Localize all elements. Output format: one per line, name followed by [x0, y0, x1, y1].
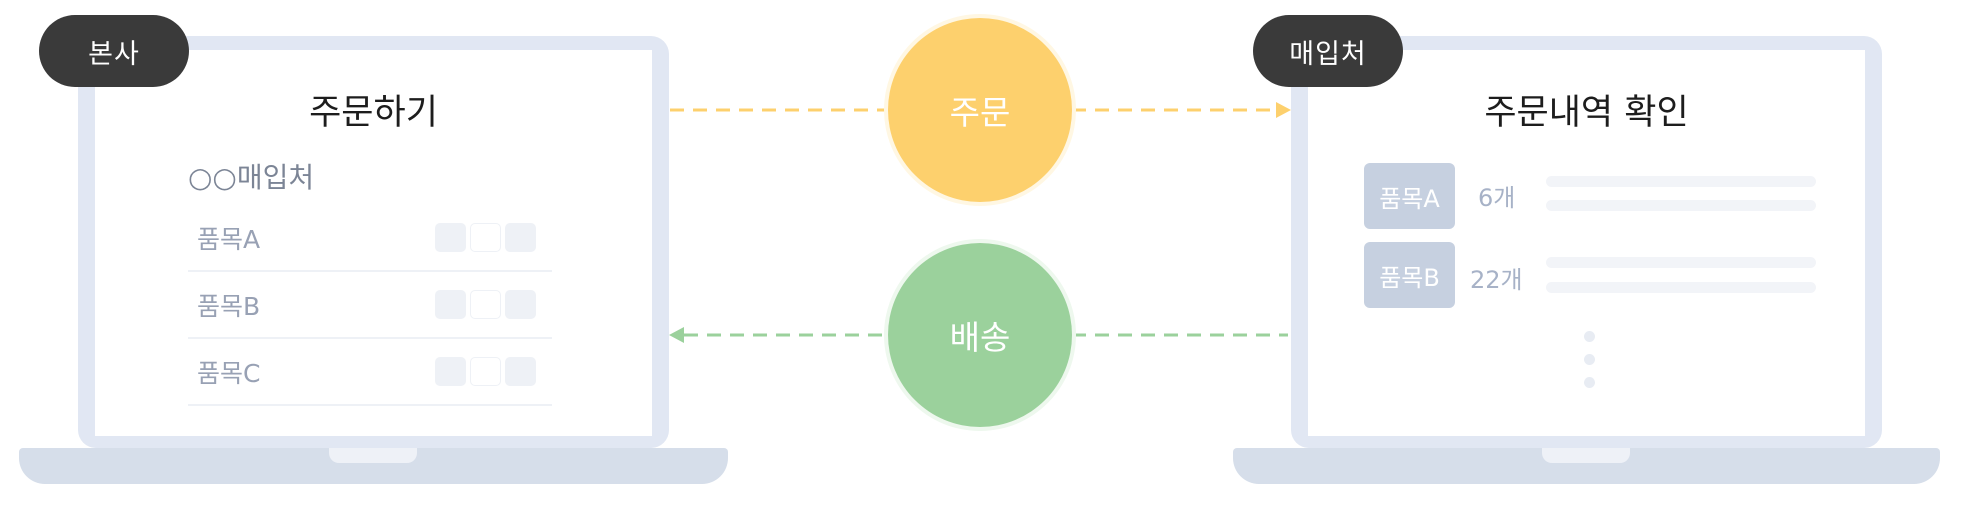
decrement-button[interactable] [435, 223, 466, 252]
quantity-field[interactable] [470, 357, 501, 386]
shipping-circle: 배송 [888, 243, 1072, 427]
hq-screen-content [95, 50, 652, 436]
quantity-stepper[interactable] [435, 223, 536, 252]
list-item: 품목C [188, 339, 552, 406]
placeholder-line [1546, 282, 1816, 293]
placeholder-line [1546, 200, 1816, 211]
hq-title: 주문하기 [309, 93, 438, 133]
item-quantity: 22개 [1470, 266, 1523, 294]
ellipsis-dot [1584, 354, 1595, 365]
quantity-stepper[interactable] [435, 290, 536, 319]
increment-button[interactable] [505, 357, 536, 386]
hq-vendor-name: ○○매입처 [188, 161, 315, 194]
item-quantity: 6개 [1478, 184, 1516, 212]
quantity-field[interactable] [470, 223, 501, 252]
order-arrowhead [1276, 102, 1291, 118]
increment-button[interactable] [505, 290, 536, 319]
hq-item-list: 품목A 품목B 품목C [188, 205, 552, 406]
ellipsis-dot [1584, 377, 1595, 388]
shipping-arrowhead [669, 327, 684, 343]
quantity-field[interactable] [470, 290, 501, 319]
list-item: 품목B [188, 272, 552, 339]
ellipsis-dot [1584, 331, 1595, 342]
vendor-title: 주문내역 확인 [1484, 93, 1689, 133]
item-badge: 품목A [1364, 163, 1455, 229]
order-circle: 주문 [888, 18, 1072, 202]
decrement-button[interactable] [435, 357, 466, 386]
hq-laptop-notch [329, 448, 417, 463]
placeholder-line [1546, 257, 1816, 268]
decrement-button[interactable] [435, 290, 466, 319]
item-label: 품목B [197, 291, 261, 321]
order-label: 주문 [949, 93, 1011, 132]
vendor-laptop-notch [1542, 448, 1630, 463]
item-badge: 품목B [1364, 242, 1455, 308]
shipping-label: 배송 [949, 318, 1011, 357]
placeholder-line [1546, 176, 1816, 187]
quantity-stepper[interactable] [435, 357, 536, 386]
item-label: 품목A [197, 224, 261, 254]
list-item: 품목A [188, 205, 552, 272]
vendor-tag: 매입처 [1253, 15, 1403, 87]
hq-tag: 본사 [39, 15, 189, 87]
item-label: 품목C [197, 358, 261, 388]
increment-button[interactable] [505, 223, 536, 252]
